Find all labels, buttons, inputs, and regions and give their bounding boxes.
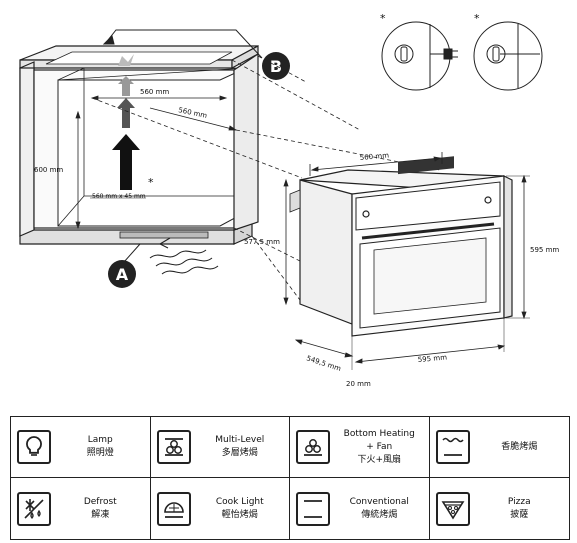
oven bbox=[289, 156, 513, 337]
airflow-arrows bbox=[112, 54, 140, 190]
socket-detail-right bbox=[473, 21, 543, 91]
pizza-label-en: Pizza bbox=[507, 496, 531, 507]
lamp-label-zh: 照明燈 bbox=[86, 448, 114, 458]
multi-level-icon bbox=[156, 430, 191, 464]
legend-item-bottom-heating-fan: Bottom Heating + Fan 下火+風扇 bbox=[290, 417, 430, 478]
conventional-label-zh: 傳統烤焗 bbox=[361, 509, 398, 520]
socket-detail-left bbox=[381, 21, 458, 91]
bottom-heating-label-zh: 下火+風扇 bbox=[357, 454, 402, 465]
conventional-label-en: Conventional bbox=[349, 496, 409, 507]
legend-item-pizza: Pizza 披薩 bbox=[430, 478, 570, 539]
dim-oven-depth: 549,5 mm bbox=[305, 354, 342, 373]
dim-oven-front-width: 595 mm bbox=[417, 353, 447, 364]
label-b-text: B bbox=[270, 57, 282, 76]
label-a-text: A bbox=[116, 265, 129, 284]
vent-asterisk: * bbox=[148, 176, 154, 189]
socket-right-asterisk: * bbox=[474, 12, 480, 25]
dim-cabinet-height: 600 mm bbox=[34, 166, 63, 174]
multi-level-label-en: Multi-Level bbox=[215, 435, 265, 445]
legend-item-lamp: Lamp 照明燈 bbox=[11, 417, 151, 478]
multi-level-label-zh: 多層烤焗 bbox=[221, 448, 258, 458]
cook-light-label-zh: 輕怡烤焗 bbox=[221, 509, 258, 520]
socket-left-asterisk: * bbox=[380, 12, 386, 25]
conventional-icon bbox=[296, 491, 330, 526]
cooking-functions-legend: Lamp 照明燈 Multi-Level 多層烤焗 Bottom Heating + … bbox=[10, 416, 570, 540]
dim-vent-size: 560 mm x 45 mm bbox=[92, 193, 146, 200]
bottom-heating-fan-icon bbox=[296, 430, 330, 464]
lamp-label-en: Lamp bbox=[87, 435, 113, 445]
legend-item-multi-level: Multi-Level 多層烤焗 bbox=[150, 417, 290, 478]
dim-oven-width: 560 mm bbox=[359, 151, 389, 162]
legend-item-cook-light: Cook Light 輕怡烤焗 bbox=[151, 478, 290, 539]
projection-lines bbox=[91, 55, 441, 301]
pizza-label-zh: 披薩 bbox=[510, 509, 529, 520]
installation-diagram: B A 560 mm 560 mm 600 mm 560 mm x 45 mm … bbox=[19, 12, 559, 388]
lamp-icon bbox=[17, 430, 51, 464]
legend-item-crisp-bake: 香脆烤焗 bbox=[429, 417, 569, 478]
cook-light-icon bbox=[156, 491, 191, 526]
cabinet bbox=[19, 44, 259, 245]
oven-dimension-lines bbox=[283, 152, 530, 370]
air-intake-waves bbox=[149, 237, 219, 275]
defrost-label-en: Defrost bbox=[83, 496, 117, 507]
dim-oven-bottom-gap: 20 mm bbox=[346, 380, 371, 388]
pizza-icon bbox=[435, 491, 470, 526]
legend-item-conventional: Conventional 傳統烤焗 bbox=[290, 478, 430, 539]
label-a: A bbox=[108, 260, 136, 288]
leader-a bbox=[123, 243, 141, 263]
dim-oven-height: 577,5 mm bbox=[244, 238, 280, 246]
label-b: B bbox=[262, 52, 290, 80]
cabinet-dimension-lines bbox=[75, 95, 238, 230]
dim-cabinet-width: 560 mm bbox=[140, 88, 169, 96]
cook-light-label-en: Cook Light bbox=[215, 496, 264, 507]
defrost-label-zh: 解凍 bbox=[91, 509, 110, 520]
bottom-heating-label-en-1: Bottom Heating bbox=[343, 428, 415, 439]
crisp-bake-label-zh: 香脆烤焗 bbox=[501, 441, 538, 452]
crisp-bake-icon bbox=[435, 430, 470, 464]
defrost-icon bbox=[17, 491, 51, 526]
dim-oven-total-height: 595 mm bbox=[530, 246, 559, 254]
legend-item-defrost: Defrost 解凍 bbox=[11, 478, 151, 539]
leader-b bbox=[102, 29, 263, 59]
bottom-heating-label-en-2: + Fan bbox=[366, 441, 393, 452]
